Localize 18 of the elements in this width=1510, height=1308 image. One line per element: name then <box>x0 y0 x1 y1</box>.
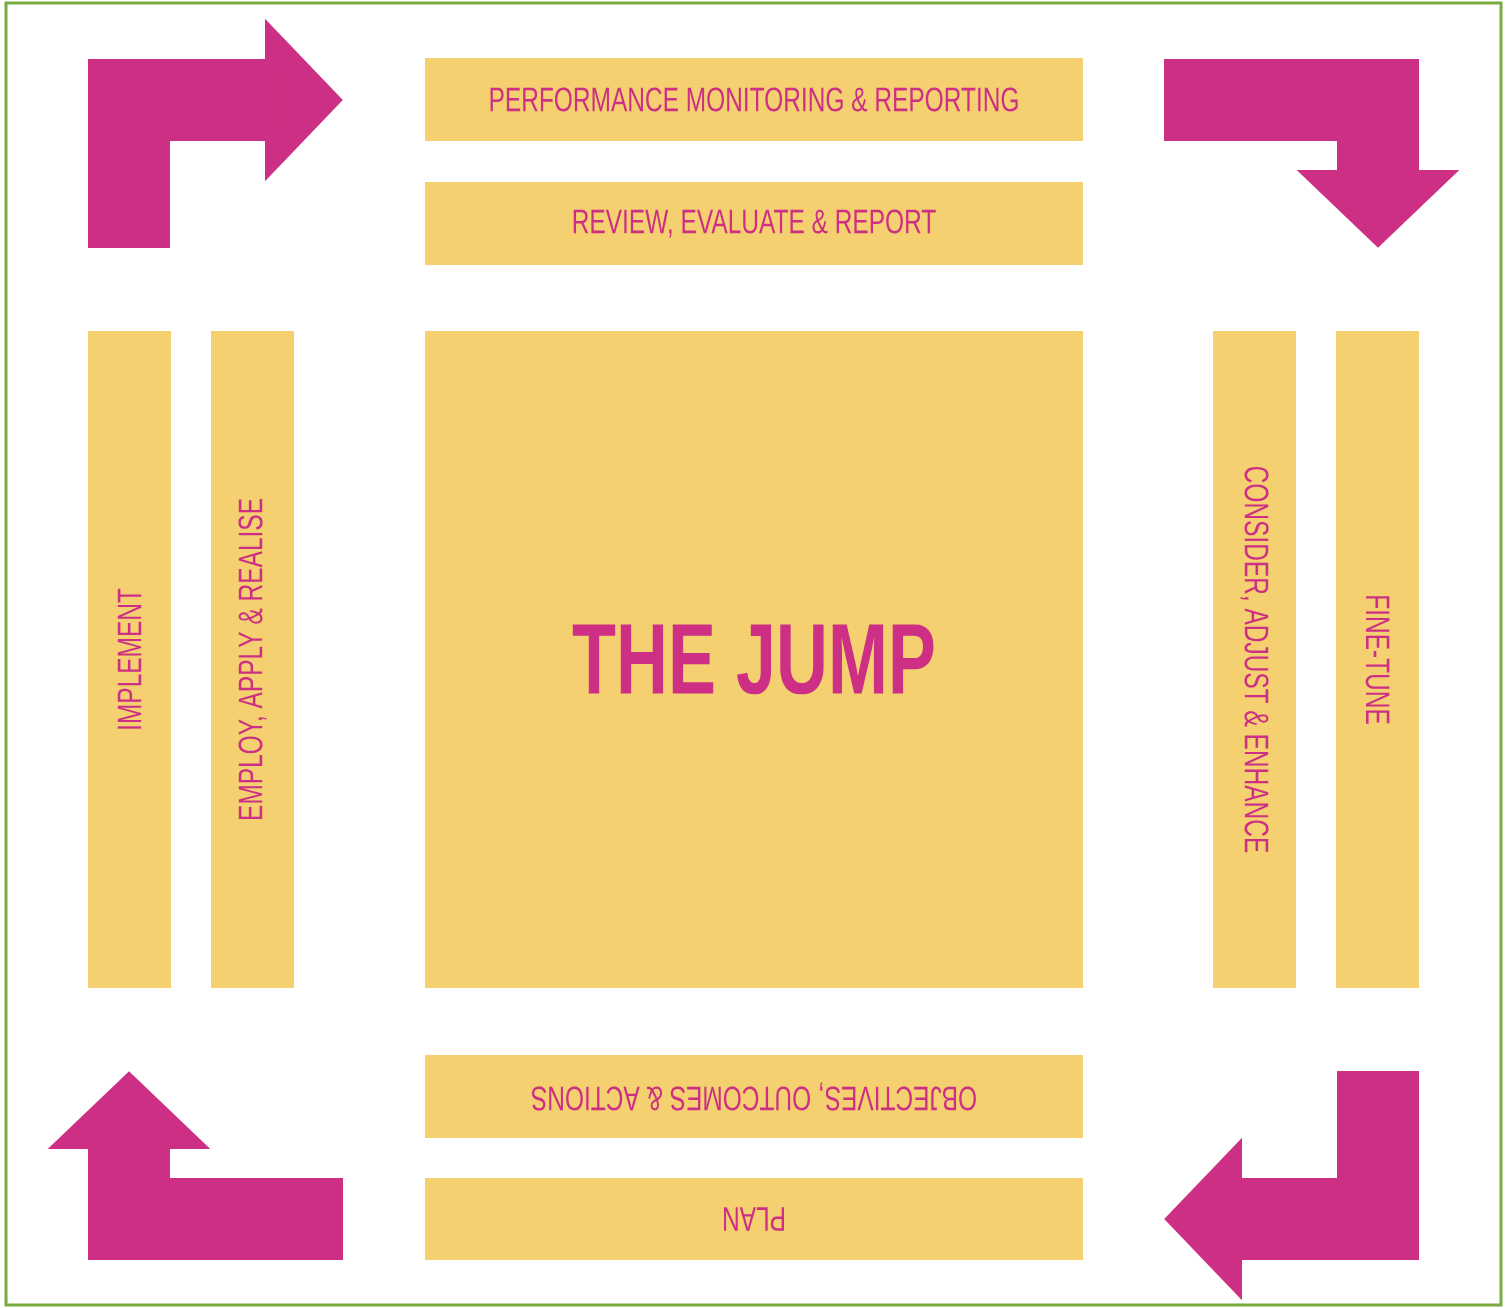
label-band <box>425 1055 1083 1138</box>
node-label: REVIEW, EVALUATE & REPORT <box>573 209 936 238</box>
label-band <box>211 331 294 988</box>
node-label: FINE-TUNE <box>1365 596 1390 724</box>
node-label: THE JUMP <box>572 624 934 695</box>
node-label: CONSIDER, ADJUST & ENHANCE <box>1240 466 1269 853</box>
node-label: PLAN <box>724 1207 784 1231</box>
label-band <box>1336 331 1419 988</box>
label-band <box>425 182 1083 265</box>
node-label: IMPLEMENT <box>117 588 142 729</box>
label-band <box>88 331 171 988</box>
center-box <box>425 331 1083 988</box>
label-band <box>1213 331 1296 988</box>
node-label: PERFORMANCE MONITORING & REPORTING <box>490 87 1018 112</box>
label-band <box>425 58 1083 141</box>
node-label: EMPLOY, APPLY & REALISE <box>238 499 267 819</box>
node-label: OBJECTIVES, OUTCOMES & ACTIONS <box>532 1082 976 1111</box>
label-band <box>425 1178 1083 1260</box>
